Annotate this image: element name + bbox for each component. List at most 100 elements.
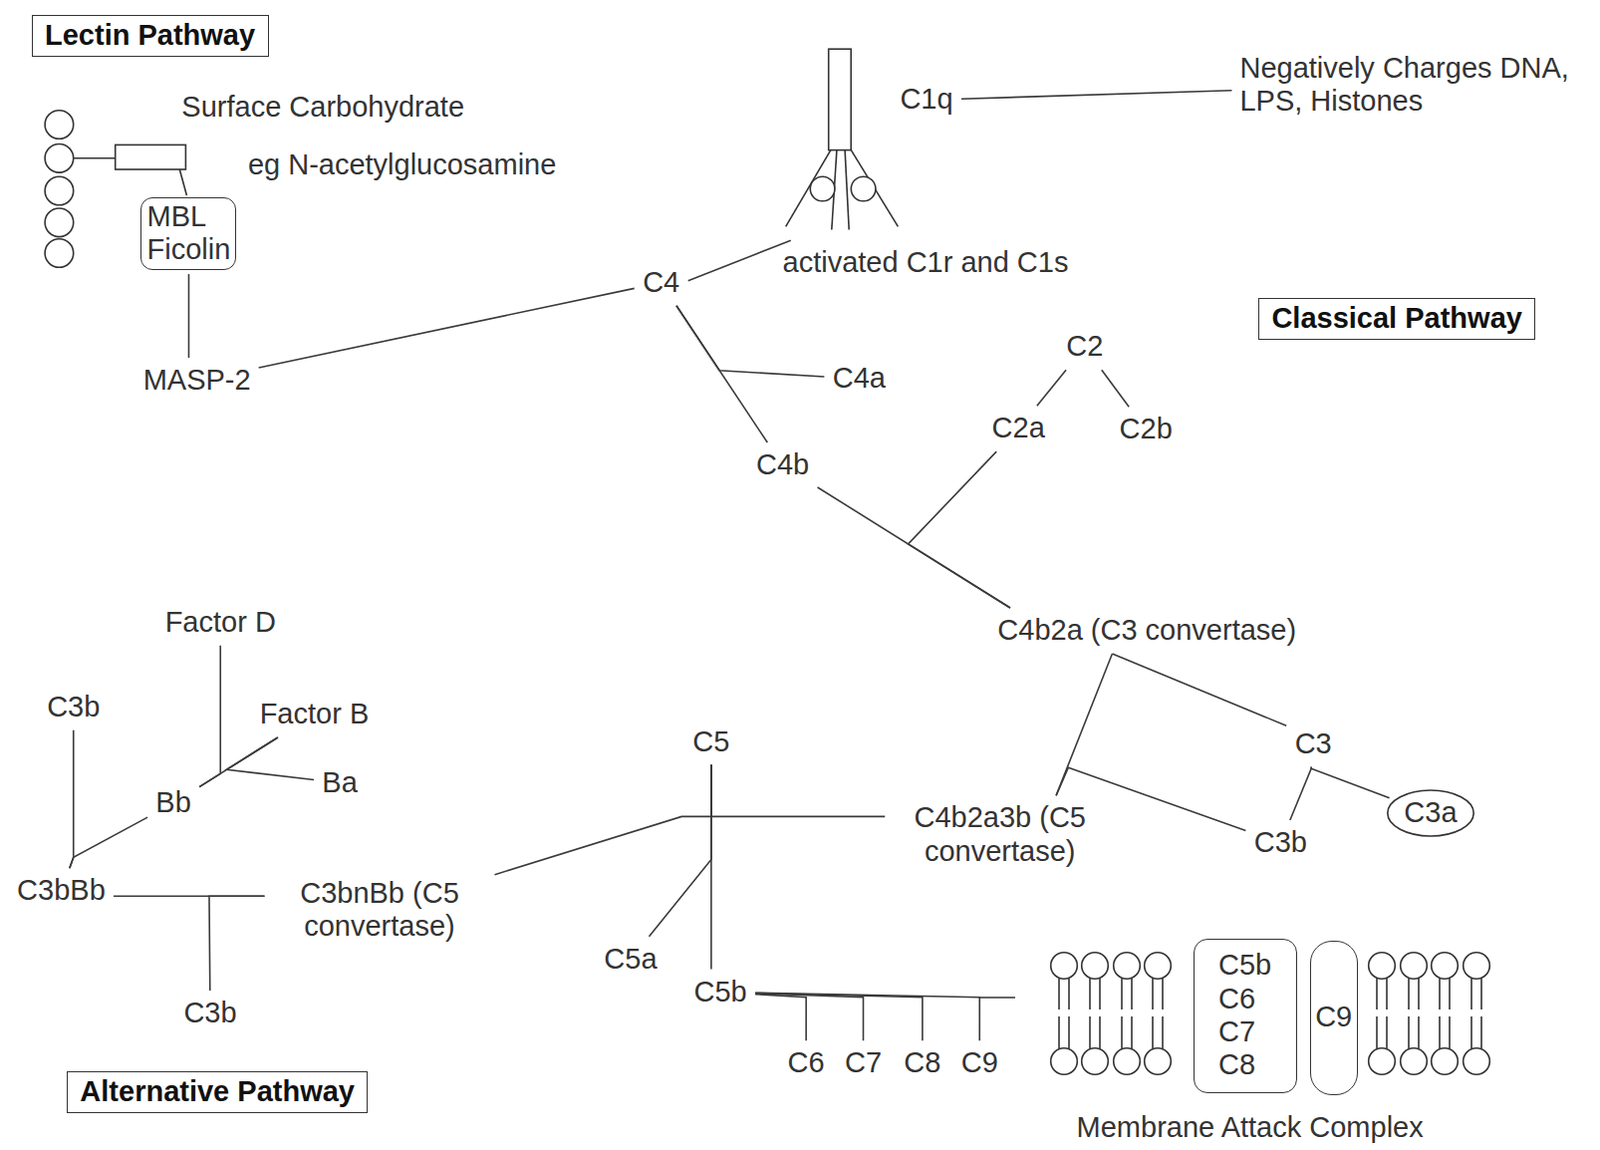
molecule-label: C4a <box>827 359 890 398</box>
c1q-arm <box>844 150 849 231</box>
connector-line <box>1111 653 1287 726</box>
connector-line <box>1290 767 1312 820</box>
node-text: C9 <box>960 1046 999 1079</box>
lipid-head <box>1400 1048 1428 1075</box>
lipid-head <box>1463 952 1491 980</box>
lipid-head <box>1081 1048 1109 1075</box>
connector-line <box>1037 369 1067 406</box>
node-text: activated C1r and C1s <box>782 246 1068 279</box>
connector-line <box>69 730 74 868</box>
connector-line <box>755 992 923 1041</box>
molecule-label: C5a <box>599 940 662 979</box>
c1q-arm <box>850 150 898 228</box>
node-text: C4b <box>756 448 810 482</box>
c1q-stalk <box>828 48 852 150</box>
annotation-label: Membrane Attack Complex <box>1076 1111 1424 1144</box>
pathway-title-box: Classical Pathway <box>1258 297 1536 340</box>
lipid-head <box>1463 1048 1491 1075</box>
connector-line <box>676 305 824 377</box>
node-text: C3b <box>46 690 101 724</box>
node-text: C4b2a (C3 convertase) <box>997 613 1297 647</box>
connector-line <box>755 992 980 1041</box>
node-text: C5a <box>603 942 658 976</box>
node-text: C4 <box>642 266 681 299</box>
molecule-label: C2b <box>1114 410 1177 449</box>
node-text: C3a <box>1403 796 1458 829</box>
c5b-line-end <box>979 996 1016 999</box>
node-text: C8 <box>903 1046 942 1079</box>
node-text: Factor D <box>164 605 276 639</box>
node-text: Classical Pathway <box>1271 301 1523 335</box>
node-text: Factor B <box>259 697 369 731</box>
complex-box: C5b C6 C7 C8 <box>1193 938 1298 1093</box>
connector-line <box>1311 767 1389 799</box>
connector-line <box>755 993 863 1041</box>
lipid-head <box>1431 952 1459 980</box>
lipid-head <box>1400 952 1428 980</box>
c1q-head <box>809 176 835 202</box>
molecule-label: MASP-2 <box>139 361 256 400</box>
pathway-title-box: Alternative Pathway <box>66 1070 368 1113</box>
annotation-label: Surface Carbohydrate <box>181 91 465 124</box>
node-text: C3bBb <box>16 873 106 907</box>
molecule-label: Factor D <box>160 603 280 642</box>
node-text: C2a <box>991 411 1046 445</box>
node-text: C5 <box>692 725 731 759</box>
molecule-label: C1q <box>895 80 958 119</box>
molecule-label: activated C1r and C1s <box>778 244 1072 282</box>
sugar-residue <box>44 239 74 268</box>
molecule-label: C4 <box>638 264 685 302</box>
sugar-residue <box>44 208 74 238</box>
molecule-label: C6 <box>783 1044 829 1082</box>
node-text: MASP-2 <box>143 363 252 397</box>
enzyme-label: C3bnBb (C5 convertase) <box>268 874 492 946</box>
molecule-label: C3b <box>179 994 242 1033</box>
node-text: C5b C6 C7 C8 <box>1218 948 1272 1081</box>
lipid-head <box>1144 952 1172 980</box>
node-text: Bb <box>155 786 192 819</box>
pathway-title-box: Lectin Pathway <box>31 14 269 57</box>
node-text: Alternative Pathway <box>79 1074 355 1108</box>
connector-line <box>495 765 712 875</box>
c1q-head <box>850 176 876 202</box>
node-text: C4a <box>831 361 886 395</box>
molecule-label: C3 <box>1290 725 1336 764</box>
lipid-head <box>1431 1048 1459 1075</box>
anaphylatoxin-ellipse: C3a <box>1385 788 1476 838</box>
lipid-head <box>1368 1048 1396 1075</box>
node-text: C4b2a3b (C5 convertase) <box>892 800 1107 868</box>
sugar-residue <box>44 176 74 206</box>
lipid-head <box>1051 952 1078 980</box>
sugar-link <box>73 157 116 160</box>
connector-line <box>1101 369 1129 407</box>
connector-line <box>755 994 806 1042</box>
annotation-label: eg N-acetylglucosamine <box>248 149 556 182</box>
molecule-label: C8 <box>899 1044 946 1082</box>
node-text: C2b <box>1118 412 1173 446</box>
connector-line <box>188 273 191 358</box>
node-text: Lectin Pathway <box>44 18 257 52</box>
connector-line <box>1056 653 1112 796</box>
molecule-label: C7 <box>840 1044 887 1082</box>
node-text: C3b <box>183 996 238 1030</box>
connector-line <box>688 240 792 280</box>
node-text: C3bnBb (C5 convertase) <box>272 876 488 944</box>
molecule-label: C5 <box>688 723 735 762</box>
illustration <box>44 48 1490 1074</box>
connector-line <box>199 645 221 788</box>
molecule-label: C3b <box>42 688 105 727</box>
connector-line <box>259 287 635 368</box>
connector-line <box>961 90 1232 100</box>
node-text: Ba <box>321 766 358 800</box>
receptor-box: MBL Ficolin <box>140 197 237 270</box>
node-text: C9 <box>1315 1000 1352 1034</box>
enzyme-label: C4b2a (C3 convertase) <box>993 611 1301 650</box>
node-text: C6 <box>787 1046 825 1079</box>
molecule-label: Factor B <box>255 695 373 734</box>
molecule-label: C4b <box>752 446 814 485</box>
lipid-head <box>1113 1048 1141 1075</box>
binding-line <box>179 169 187 196</box>
